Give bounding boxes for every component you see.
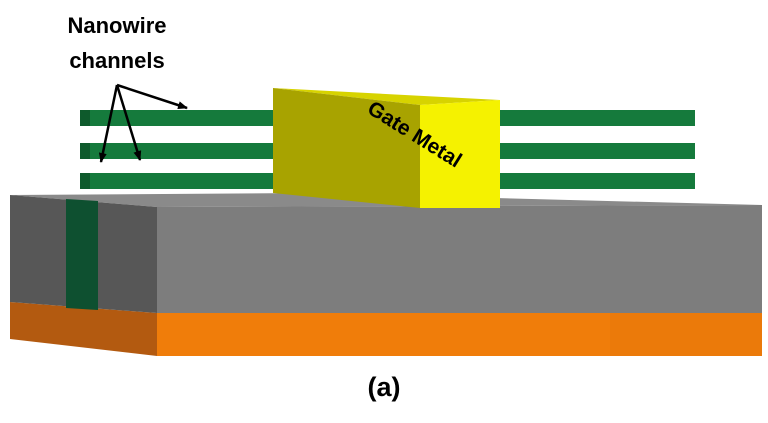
- nanowire-top-left-end: [80, 110, 90, 126]
- substrate-front-face: [157, 205, 762, 313]
- arrow-to-middle-wire: [115, 84, 142, 161]
- substrate-block: [10, 193, 762, 313]
- orange-layer-shade: [610, 313, 762, 356]
- nanowire-label-line1: Nanowire: [67, 13, 166, 38]
- nanowire-bottom-left-end: [80, 173, 90, 189]
- nanowire-middle-left-end: [80, 143, 90, 159]
- nanowire-middle-right: [500, 143, 695, 159]
- buried-channel-strip: [66, 199, 98, 310]
- nanowire-top-right: [500, 110, 695, 126]
- panel-label: (a): [368, 372, 401, 402]
- arrow-to-bottom-wire: [98, 84, 119, 163]
- nanowire-label-line2: channels: [69, 48, 164, 73]
- annotation-arrows: [98, 83, 188, 163]
- gate-side-face: [273, 88, 420, 208]
- gate-front-face: [420, 100, 500, 208]
- arrow-to-top-wire: [116, 83, 188, 110]
- nanowire-bottom-right: [500, 173, 695, 189]
- gate-top-face: [273, 88, 500, 105]
- orange-layer-left-face: [10, 302, 157, 356]
- orange-bottom-layer: [10, 302, 762, 356]
- gate-metal-block: Gate Metal: [273, 88, 500, 208]
